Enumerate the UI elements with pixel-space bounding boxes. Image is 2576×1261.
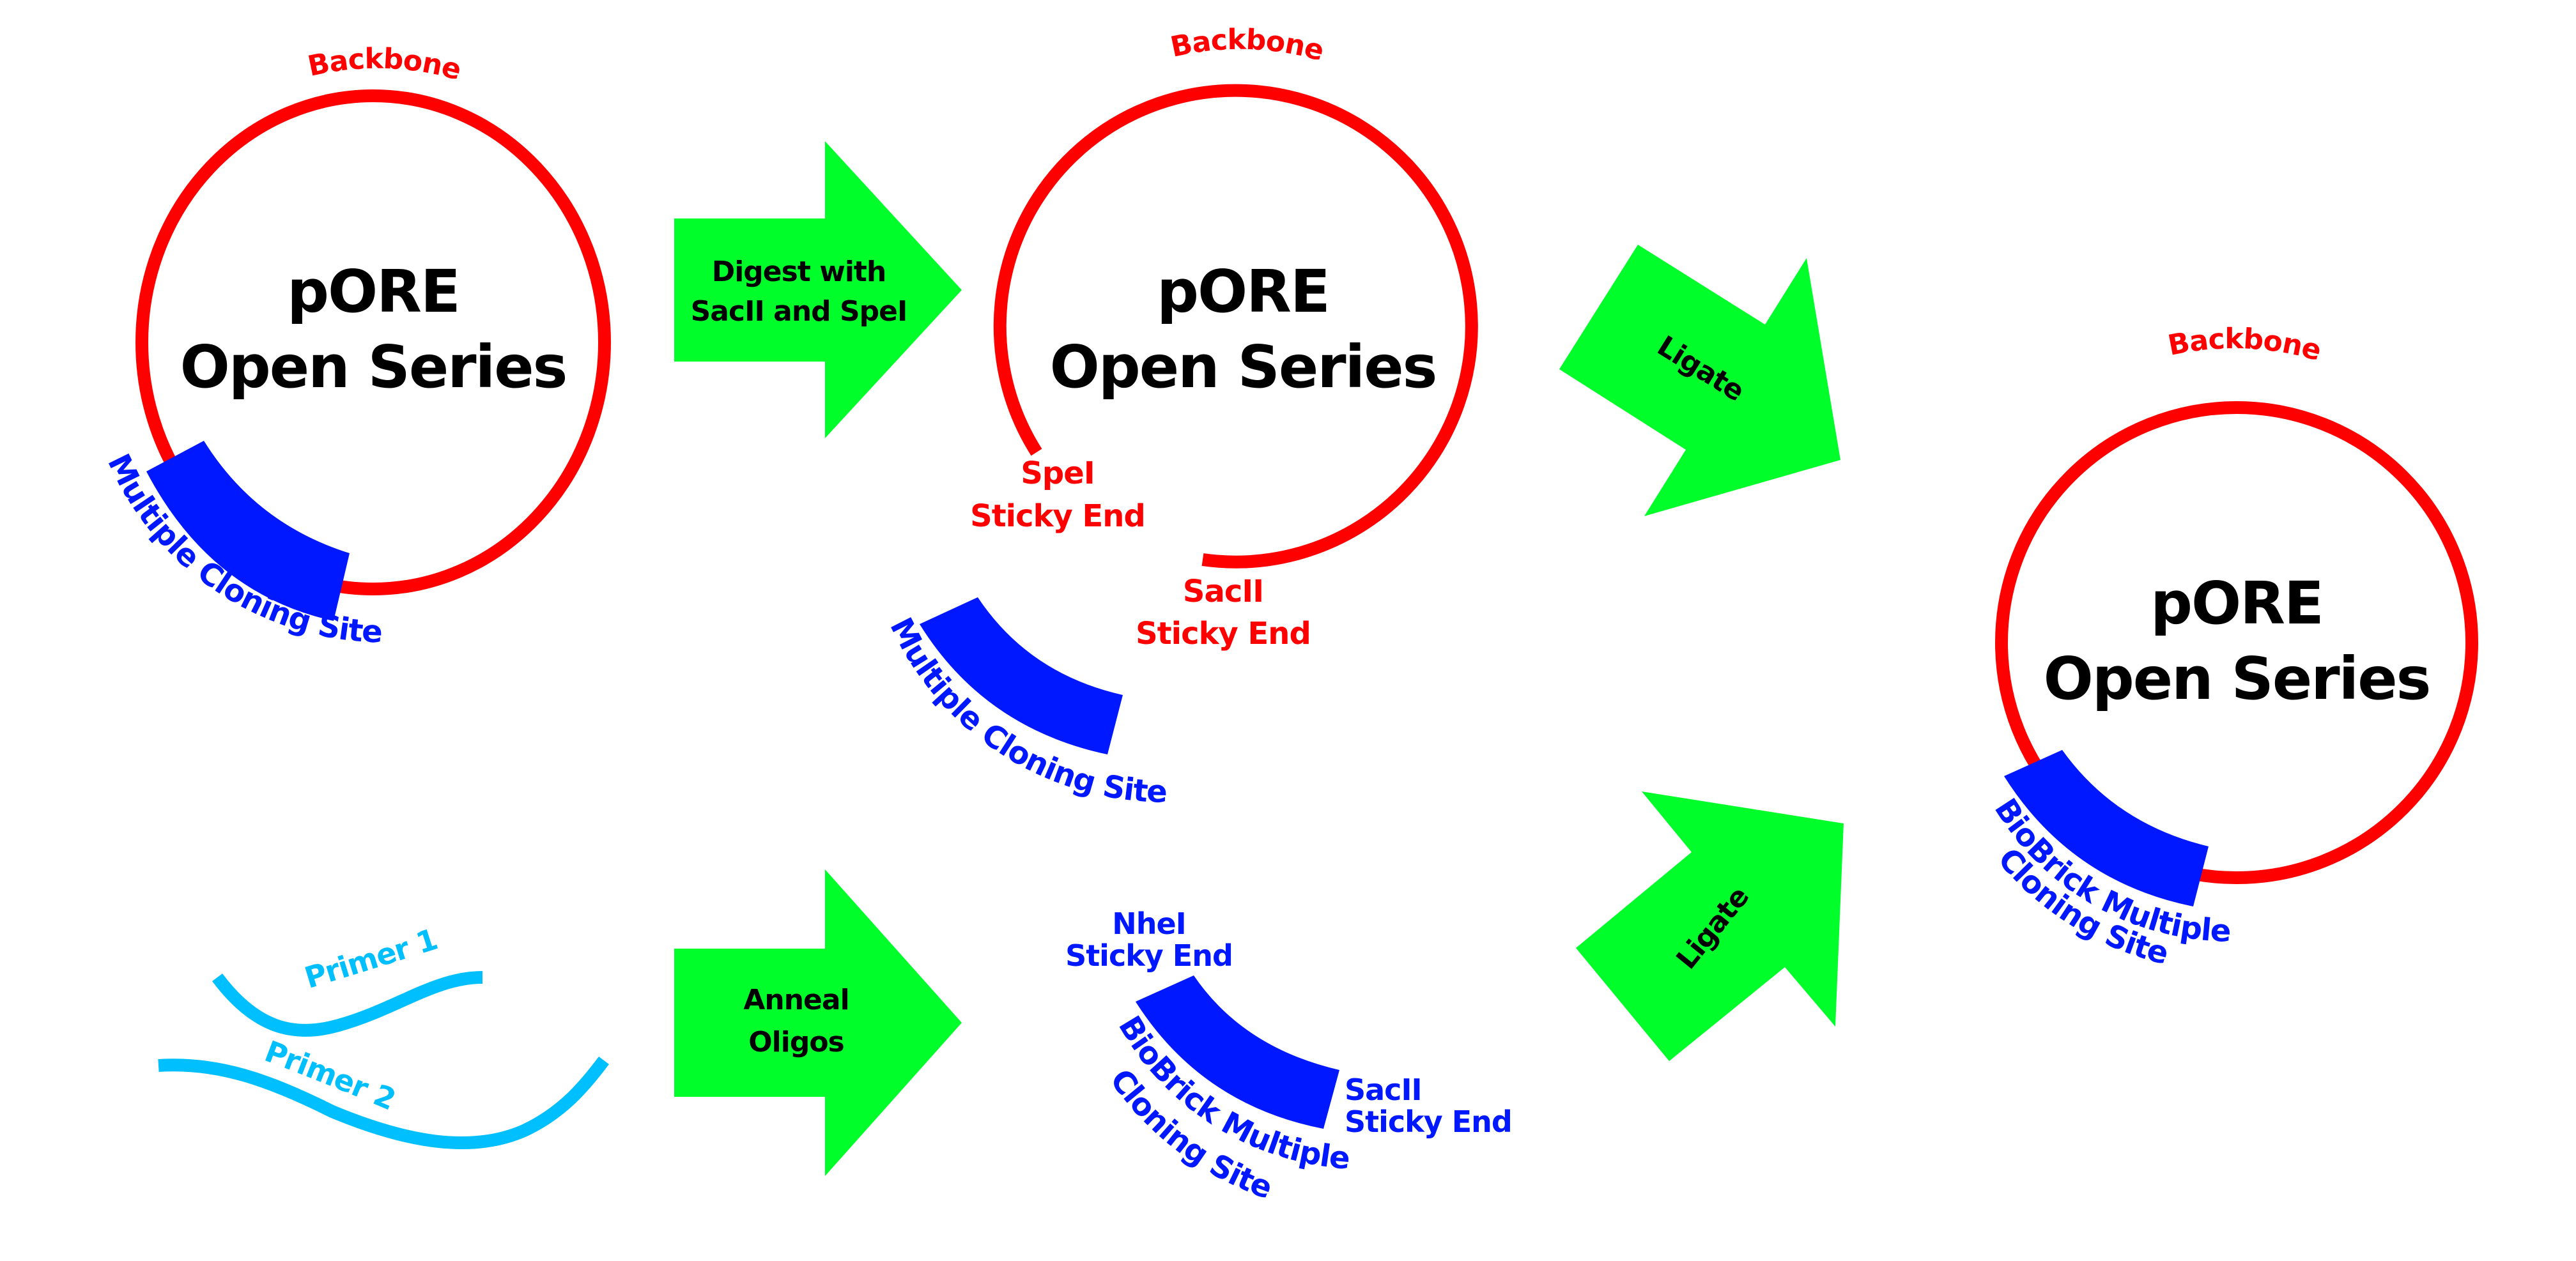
digest-step-arrow: Digest with SacII and SpeI: [674, 141, 962, 438]
plasmid-title-line2: Open Series: [180, 333, 567, 401]
arrow-shape: [1559, 245, 1840, 516]
multiple-cloning-site-block: [146, 441, 350, 621]
primer-1-strand: [212, 971, 483, 1037]
backbone-ring: [1995, 401, 2478, 884]
plasmid-title-line1: pORE: [2150, 569, 2323, 638]
sacii-end-label-line2: Sticky End: [1345, 1104, 1512, 1139]
ligate-step-arrow-top: Ligate: [1559, 245, 1840, 516]
spei-end-label-line1: SpeI: [1021, 455, 1094, 491]
backbone-ring: [135, 89, 611, 595]
backbone-label: Backbone: [2165, 323, 2324, 367]
backbone-label: Backbone: [305, 43, 464, 87]
biobrick-cloning-site-block: [1136, 975, 1339, 1129]
plasmid-initial: pORE Open Series Backbone Multiple Cloni…: [100, 43, 611, 650]
plasmid-title-line1: pORE: [287, 257, 459, 326]
sacii-end-label-line2: Sticky End: [1136, 616, 1311, 652]
plasmid-digested: pORE Open Series Backbone SpeI Sticky En…: [883, 24, 1478, 810]
primer-1-label: Primer 1: [300, 922, 441, 995]
anneal-label-line1: Anneal: [743, 984, 849, 1016]
arrow-shape: [1576, 791, 1844, 1061]
arrow-shape: [674, 869, 962, 1176]
primer-2-strand: [158, 1056, 609, 1150]
plasmid-title-line2: Open Series: [1050, 333, 1437, 401]
ligate-step-arrow-bottom: Ligate: [1576, 791, 1844, 1061]
plasmid-title-line1: pORE: [1157, 257, 1329, 326]
digest-label-line1: Digest with: [712, 256, 886, 288]
sacii-end-label-line1: SacII: [1345, 1073, 1422, 1107]
nhei-end-label-line1: NheI: [1112, 906, 1186, 941]
sacii-end-label-line1: SacII: [1183, 574, 1263, 609]
anneal-label-line2: Oligos: [748, 1026, 844, 1058]
biobrick-cloning-site-block: [2004, 750, 2209, 906]
spei-end-label-line2: Sticky End: [970, 498, 1145, 534]
arrow-shape: [674, 141, 962, 438]
biobrick-fragment: NheI Sticky End SacII Sticky End BioBric…: [1065, 906, 1513, 1206]
digest-label-line2: SacII and SpeI: [691, 295, 907, 328]
plasmid-title-line2: Open Series: [2044, 645, 2430, 713]
plasmid-final: pORE Open Series Backbone BioBrick Multi…: [1987, 323, 2478, 972]
backbone-open-arc: [993, 84, 1478, 569]
anneal-step-arrow: Anneal Oligos: [674, 869, 962, 1176]
primer-oligos: Primer 1 Primer 2: [158, 922, 609, 1150]
nhei-end-label-line2: Sticky End: [1065, 938, 1233, 973]
backbone-label: Backbone: [1168, 24, 1327, 68]
removed-cloning-site-fragment: [920, 597, 1123, 754]
